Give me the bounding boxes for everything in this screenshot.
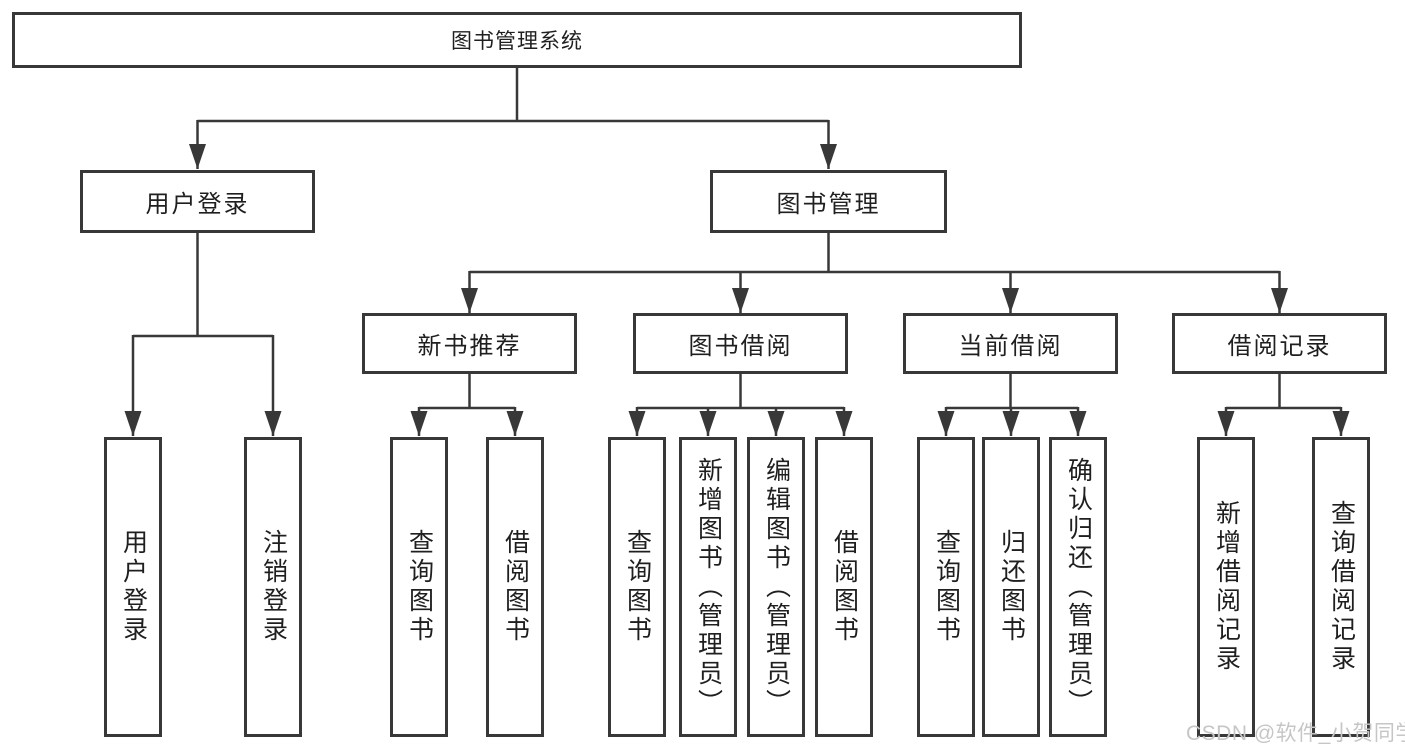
leaf-confirm-return-admin: 确认归还（管理员） [1049,437,1107,737]
leaf-query-book-current: 查询图书 [917,437,975,737]
node-new-book-recommend-label: 新书推荐 [417,333,522,360]
node-user-login: 用户登录 [80,170,315,233]
leaf-confirm-return-admin-label: 确认归还（管理员） [1064,456,1093,718]
connector-root-trunk [197,68,829,123]
node-new-book-recommend: 新书推荐 [362,313,577,374]
node-borrow-records-label: 借阅记录 [1227,333,1332,360]
node-current-borrow-label: 当前借阅 [958,333,1063,360]
leaf-borrow-book: 借阅图书 [815,437,873,737]
node-borrow-records: 借阅记录 [1172,313,1387,374]
connector-current-borrow [946,374,1078,410]
leaf-edit-book-admin-label: 编辑图书（管理员） [762,456,791,718]
connector-book-management [469,233,1280,274]
leaf-query-book-borrow: 查询图书 [608,437,666,737]
leaf-query-book-current-label: 查询图书 [932,529,961,645]
node-book-borrow-label: 图书借阅 [688,333,793,360]
leaf-query-book-borrow-label: 查询图书 [623,529,652,645]
leaf-query-book-recommend: 查询图书 [390,437,448,737]
leaf-logout-label: 注销登录 [259,529,288,645]
node-book-management-label: 图书管理 [776,191,881,218]
leaf-borrow-book-recommend-label: 借阅图书 [501,529,530,645]
node-user-login-label: 用户登录 [145,191,250,218]
leaf-query-borrow-record-label: 查询借阅记录 [1327,500,1356,674]
leaf-add-borrow-record-label: 新增借阅记录 [1212,500,1241,674]
leaf-query-book-recommend-label: 查询图书 [405,529,434,645]
leaf-edit-book-admin: 编辑图书（管理员） [747,437,805,737]
leaf-user-login: 用户登录 [104,437,162,737]
connector-borrow-records [1226,374,1341,410]
csdn-watermark: CSDN @软件_小贺同学 [1186,722,1405,745]
leaf-return-book-label: 归还图书 [997,529,1026,645]
leaf-query-borrow-record: 查询借阅记录 [1312,437,1370,737]
node-current-borrow: 当前借阅 [903,313,1118,374]
leaf-logout: 注销登录 [244,437,302,737]
connector-book-borrow [637,374,844,410]
leaf-borrow-book-recommend: 借阅图书 [486,437,544,737]
connector-new-book-recommend [419,374,515,410]
connector-user-login [133,233,273,338]
leaf-add-book-admin: 新增图书（管理员） [679,437,737,737]
node-book-management: 图书管理 [710,170,947,233]
node-book-borrow: 图书借阅 [633,313,848,374]
leaf-user-login-label: 用户登录 [119,529,148,645]
node-root-label: 图书管理系统 [451,30,583,53]
leaf-return-book: 归还图书 [982,437,1040,737]
node-root: 图书管理系统 [12,12,1022,68]
leaf-borrow-book-label: 借阅图书 [830,529,859,645]
leaf-add-borrow-record: 新增借阅记录 [1197,437,1255,737]
leaf-add-book-admin-label: 新增图书（管理员） [694,456,723,718]
